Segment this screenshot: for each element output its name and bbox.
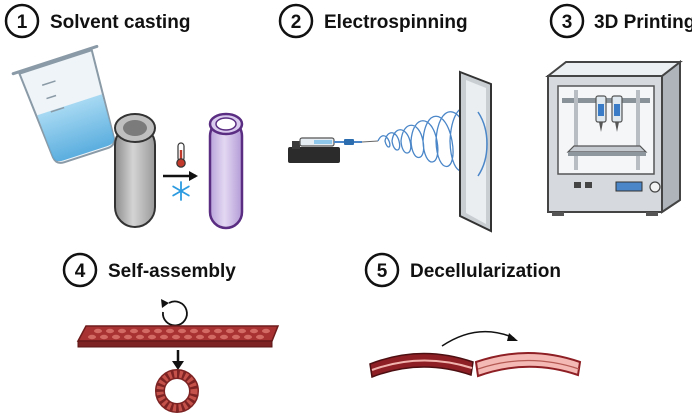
native-vessel (369, 352, 474, 379)
step-title-4: Self-assembly (108, 261, 236, 282)
step-number-2: 2 (291, 12, 302, 33)
fiber-jet (377, 106, 483, 172)
step-title-1: Solvent casting (50, 12, 190, 33)
casting-arrow (163, 171, 198, 181)
rolling-arrow (172, 350, 184, 370)
section-electrospinning: 2 Electrospinning (278, 3, 492, 233)
scaffold-tube (208, 112, 244, 230)
mold-cylinder (114, 113, 156, 228)
thermometer-icon (176, 142, 186, 168)
tissue-ring (155, 369, 199, 413)
step-number-5: 5 (377, 261, 388, 282)
step-badge-1 (4, 3, 40, 39)
step-number-1: 1 (17, 12, 28, 33)
section-self-assembly: 4 Self-assembly (62, 252, 280, 413)
step-number-4: 4 (75, 261, 86, 282)
printer-icon (545, 59, 683, 216)
beaker-icon (11, 44, 116, 164)
rotation-icon (161, 299, 188, 327)
cell-sheet (76, 325, 280, 348)
collector-plate (459, 70, 492, 233)
step-title-2: Electrospinning (324, 12, 468, 33)
step-badge-2 (278, 3, 314, 39)
snowflake-icon (172, 181, 190, 201)
syringe-pump-icon (288, 137, 379, 163)
step-badge-5 (364, 252, 400, 288)
step-badge-4 (62, 252, 98, 288)
decell-arrow (441, 330, 518, 347)
step-title-3: 3D Printing (594, 12, 692, 33)
section-decellularization: 5 Decellularization (364, 252, 582, 379)
step-number-3: 3 (562, 12, 573, 33)
step-badge-3 (549, 3, 585, 39)
decellularized-vessel (474, 352, 582, 378)
section-solvent-casting: 1 Solvent casting (4, 3, 244, 230)
section-3d-printing: 3 3D Printing (545, 3, 692, 216)
step-title-5: Decellularization (410, 261, 561, 282)
